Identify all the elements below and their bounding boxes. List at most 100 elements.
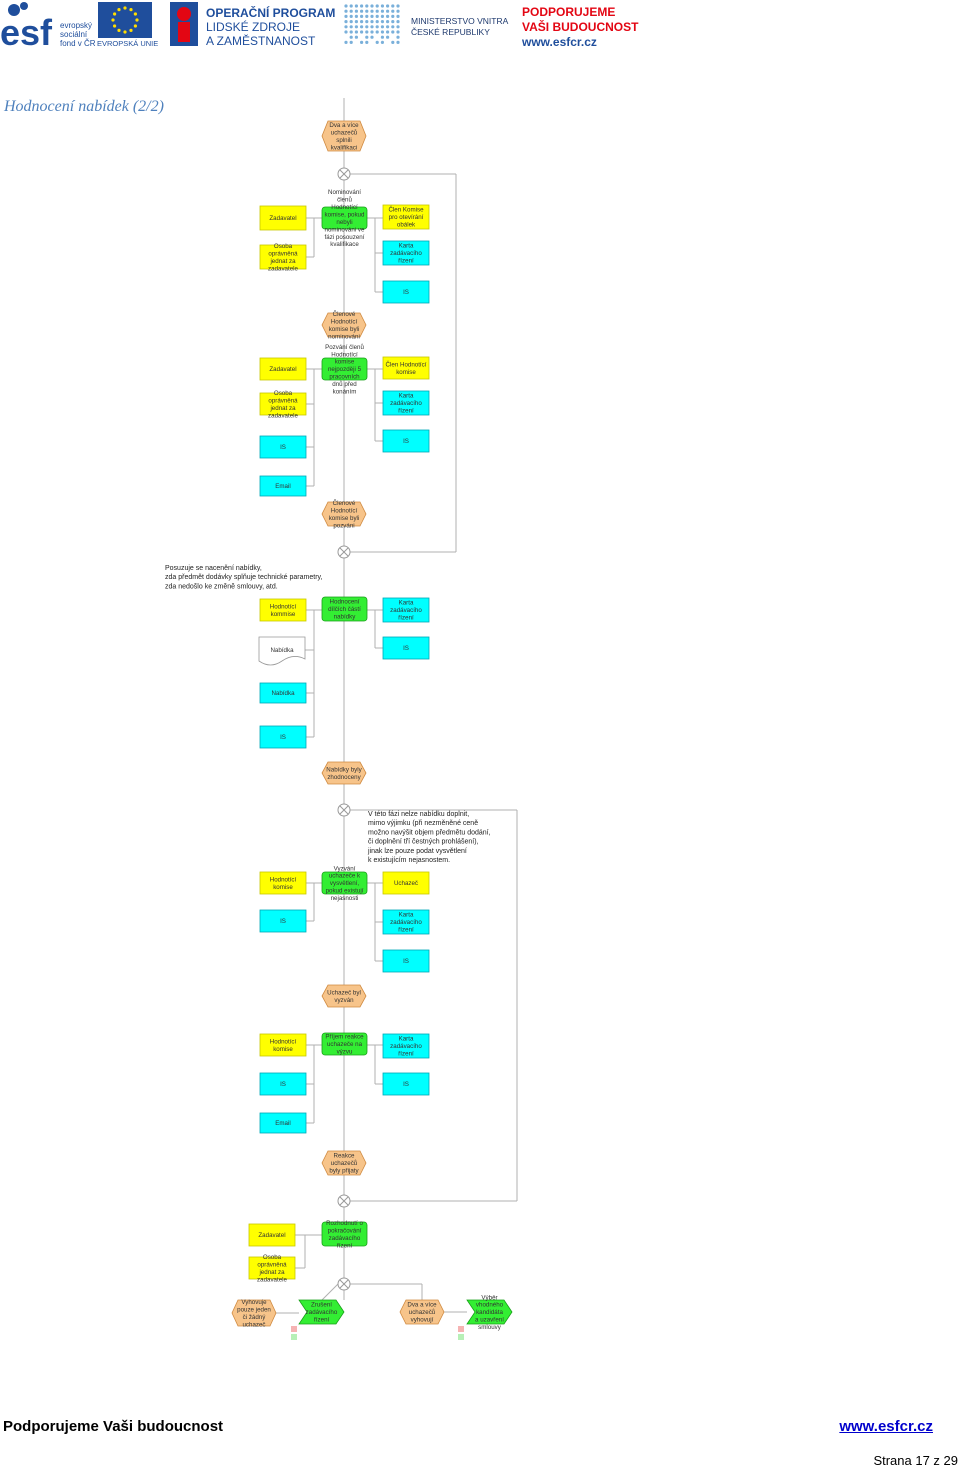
shape-label: Karta	[399, 243, 414, 250]
org-unit-o4: Zadavatel	[259, 357, 307, 381]
xor-connector	[337, 545, 351, 559]
shape-label: zadávacího	[390, 607, 422, 614]
shape-label: Hodnotící	[270, 1038, 297, 1045]
ministry-line-2: ČESKÉ REPUBLIKY	[411, 27, 490, 37]
shape-label: Nabídka	[270, 647, 294, 654]
shape-label: komise	[273, 884, 293, 891]
op-line-1: OPERAČNÍ PROGRAM	[206, 5, 335, 20]
shape-label: Hodnotící	[331, 351, 358, 358]
shape-label: Reakce	[334, 1153, 356, 1160]
shape-label: komise	[335, 359, 355, 366]
shape-label: IS	[403, 645, 409, 652]
system-s13: IS	[382, 949, 430, 973]
shape-label: Uchazeč byl	[327, 989, 361, 996]
shape-label: Dva a více	[329, 122, 359, 129]
shape-label: pro otevírání	[389, 214, 424, 221]
status-marker	[291, 1334, 297, 1340]
op-line-3: A ZAMĚSTNANOST	[206, 33, 316, 48]
shape-label: zadávacího	[390, 400, 422, 407]
shape-label: Příjem reakce	[325, 1034, 364, 1041]
slogan-line-2: VAŠI BUDOUCNOST	[522, 19, 639, 34]
shape-label: výzvu	[337, 1049, 353, 1056]
status-marker	[291, 1326, 297, 1332]
footer-url-link[interactable]: www.esfcr.cz	[839, 1418, 933, 1435]
org-unit-o1: Zadavatel	[259, 205, 307, 231]
shape-label: Nabídky byly	[326, 766, 362, 773]
shape-label: pracovních	[329, 374, 360, 381]
shape-label: komise	[396, 369, 416, 376]
shape-label: uchazeč	[242, 1321, 265, 1328]
shape-label: či žádný	[243, 1314, 267, 1321]
shape-label: komise byli	[329, 515, 360, 522]
shape-label: Email	[275, 483, 290, 490]
shape-label: řízení	[398, 408, 414, 415]
shape-label: komise byli	[329, 326, 360, 333]
shape-label: byly přijaty	[329, 1168, 359, 1175]
shape-label: IS	[403, 289, 409, 296]
shape-label: IS	[403, 1081, 409, 1088]
slogan-url: www.esfcr.cz	[521, 35, 597, 49]
shape-label: nabídky	[334, 614, 357, 621]
footer-slogan: Podporujeme Vaši budoucnost	[3, 1418, 224, 1435]
shape-label: kommise	[271, 611, 296, 618]
status-marker	[458, 1334, 464, 1340]
shape-label: IS	[280, 734, 286, 741]
process-diagram: Dva a víceuchazečůsplnilikvalifikaciNomi…	[165, 98, 518, 1340]
shape-label: kvalifikaci	[331, 144, 357, 151]
shape-label: Rozhodnutí o	[326, 1220, 363, 1227]
shape-label: Hodnotící	[331, 318, 358, 325]
shape-label: Osoba	[274, 243, 293, 250]
system-s10: IS	[259, 725, 307, 749]
annotation-n2: V této fázi nelze nabídku doplnit,mimo v…	[367, 811, 491, 864]
shape-label: IS	[403, 438, 409, 445]
shape-label: řízení	[337, 1242, 353, 1249]
shape-label: zadavatele	[257, 1276, 287, 1283]
shape-label: nejpozději 5	[328, 366, 362, 373]
shape-label: Karta	[399, 600, 414, 607]
shape-label: pokud existují	[326, 888, 364, 895]
header-logos: esf evropský sociální fond v ČR EVROPSKÁ…	[0, 2, 639, 53]
shape-label: řízení	[398, 615, 414, 622]
xor-connector	[337, 167, 351, 181]
shape-label: IS	[280, 444, 286, 451]
shape-label: nominováni ve	[325, 226, 365, 233]
annotation-line: možno navýšit objem předmětu dodání,	[368, 829, 491, 836]
system-s11: IS	[259, 909, 307, 933]
shape-label: Nabídka	[271, 690, 295, 697]
shape-label: uchazečů	[331, 1160, 358, 1167]
ministry-line-1: MINISTERSTVO VNITRA	[411, 16, 509, 26]
shape-label: uchazečů	[331, 129, 358, 136]
shape-label: oprávněná	[268, 397, 298, 404]
shape-label: vyzván	[334, 997, 354, 1004]
page-title: Hodnocení nabídek (2/2)	[4, 98, 164, 115]
shape-label: Hodnotící	[270, 603, 297, 610]
annotation-line: či doplnění tří čestných prohlášení),	[368, 839, 479, 846]
shape-label: Zrušení	[311, 1302, 332, 1309]
ministry-logo: MINISTERSTVO VNITRA ČESKÉ REPUBLIKY	[344, 4, 509, 45]
shape-label: zadavatele	[268, 412, 298, 419]
shape-label: Pozvání členů	[325, 344, 364, 351]
shape-label: oprávněná	[268, 250, 298, 257]
shape-label: zadávacího	[390, 919, 422, 926]
shape-label: vyhovují	[411, 1317, 434, 1324]
shape-label: nebyli	[336, 219, 352, 226]
shape-label: Karta	[399, 1036, 414, 1043]
annotation-line: jinak lze pouze podat vysvětlení	[367, 848, 467, 855]
shape-label: nejasnosti	[331, 895, 359, 902]
esf-line-1: evropský	[60, 21, 92, 30]
shape-label: Email	[275, 1120, 290, 1127]
shape-label: členů	[337, 197, 352, 204]
